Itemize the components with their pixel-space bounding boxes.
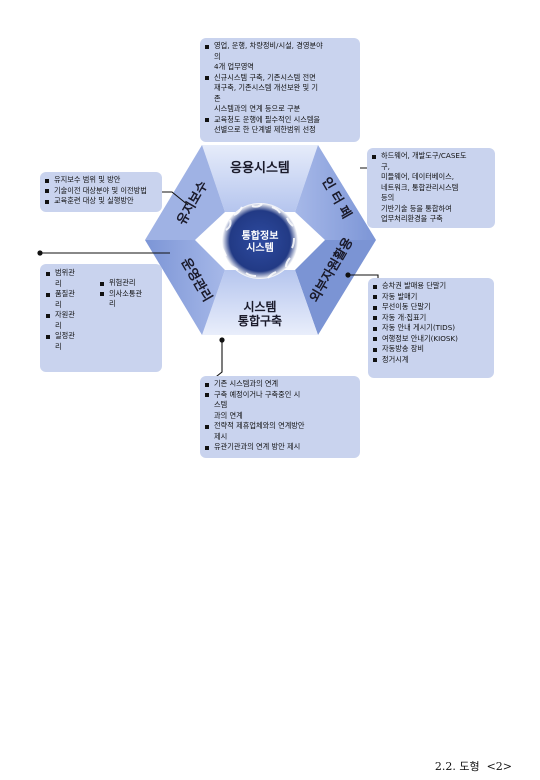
left-top-info-list: 유지보수 범위 및 방안 기술이전 대상분야 및 이전방법 교육훈련 대상 및 … — [45, 175, 157, 207]
center-circle — [222, 203, 298, 279]
list-item: 자동 개·집표기 — [373, 313, 489, 324]
bottom-info-list: 기존 시스템과의 연계 구축 예정이거나 구축중인 시 스템 과의 연계 전략적… — [205, 379, 355, 453]
list-item: 범위관 리 — [46, 268, 96, 289]
list-item: 교육청도 운행에 필수적인 시스템을 선별으로 한 단계별 제한범위 선정 — [205, 115, 355, 136]
segment-label-top: 응용시스템 — [230, 160, 290, 176]
list-item: 전략적 제휴업체와의 연계방안 제시 — [205, 421, 355, 442]
list-item: 기술이전 대상분야 및 이전방법 — [45, 186, 157, 197]
segment-right — [295, 240, 376, 335]
list-item: 여행정보 안내기(KIOSK) — [373, 334, 489, 345]
center-ring-decoration — [221, 203, 295, 279]
list-item: 정거시계 — [373, 355, 489, 366]
segment-top — [202, 145, 318, 212]
list-item: 자동 발매기 — [373, 292, 489, 303]
segment-top-left — [145, 145, 225, 240]
center-label: 통합정보 시스템 — [241, 231, 279, 254]
list-item: 일정관 리 — [46, 331, 96, 352]
list-item: 유지보수 범위 및 방안 — [45, 175, 157, 186]
right-bottom-info-box: 승차권 발매용 단말기 자동 발매기 무선이동 단말기 자동 개·집표기 자동 … — [368, 278, 494, 378]
list-item: 자동방송 장비 — [373, 344, 489, 355]
list-item: 자원관 리 — [46, 310, 96, 331]
list-item: 자동 안내 게시기(TIDS) — [373, 323, 489, 334]
top-right-info-box: 하드웨어, 개발도구/CASE도 구, 미들웨어, 데이터베이스, 네트워크, … — [367, 148, 495, 228]
list-item: 품질관 리 — [46, 289, 96, 310]
segment-bottom — [202, 270, 318, 335]
list-item: 무선이동 단말기 — [373, 302, 489, 313]
list-item: 의사소통관 리 — [100, 289, 160, 310]
list-item: 위험관리 — [100, 278, 160, 289]
top-info-box: 영업, 운행, 차량정비/시설, 경영분야 의 4개 업무영역 신규시스템 구축… — [200, 38, 360, 142]
left-bottom-col1-list: 범위관 리 품질관 리 자원관 리 일정관 리 — [46, 268, 96, 352]
list-item: 유관기관과의 연계 방안 제시 — [205, 442, 355, 453]
list-item: 승차권 발매용 단말기 — [373, 281, 489, 292]
segment-label-bottom: 시스템 통합구축 — [237, 300, 283, 328]
list-item: 신규시스템 구축, 기존시스템 전면 재구축, 기존시스템 개선보완 및 기 존… — [205, 73, 355, 115]
top-info-list: 영업, 운행, 차량정비/시설, 경영분야 의 4개 업무영역 신규시스템 구축… — [205, 41, 355, 136]
left-bottom-col2-list: 위험관리 의사소통관 리 — [100, 278, 160, 310]
left-bottom-info-box: 범위관 리 품질관 리 자원관 리 일정관 리 위험관리 의사소통관 리 — [40, 264, 162, 372]
figure-caption: 2.2. 도형 <2> — [434, 760, 512, 773]
segment-left — [145, 240, 225, 335]
right-bottom-info-list: 승차권 발매용 단말기 자동 발매기 무선이동 단말기 자동 개·집표기 자동 … — [373, 281, 489, 365]
segment-top-right — [295, 145, 376, 240]
top-right-info-list: 하드웨어, 개발도구/CASE도 구, 미들웨어, 데이터베이스, 네트워크, … — [372, 151, 490, 225]
list-item: 구축 예정이거나 구축중인 시 스템 과의 연계 — [205, 390, 355, 422]
left-top-info-box: 유지보수 범위 및 방안 기술이전 대상분야 및 이전방법 교육훈련 대상 및 … — [40, 172, 162, 212]
list-item: 교육훈련 대상 및 실행방안 — [45, 196, 157, 207]
list-item: 하드웨어, 개발도구/CASE도 구, 미들웨어, 데이터베이스, 네트워크, … — [372, 151, 490, 225]
list-item: 영업, 운행, 차량정비/시설, 경영분야 의 4개 업무영역 — [205, 41, 355, 73]
bottom-info-box: 기존 시스템과의 연계 구축 예정이거나 구축중인 시 스템 과의 연계 전략적… — [200, 376, 360, 458]
list-item: 기존 시스템과의 연계 — [205, 379, 355, 390]
